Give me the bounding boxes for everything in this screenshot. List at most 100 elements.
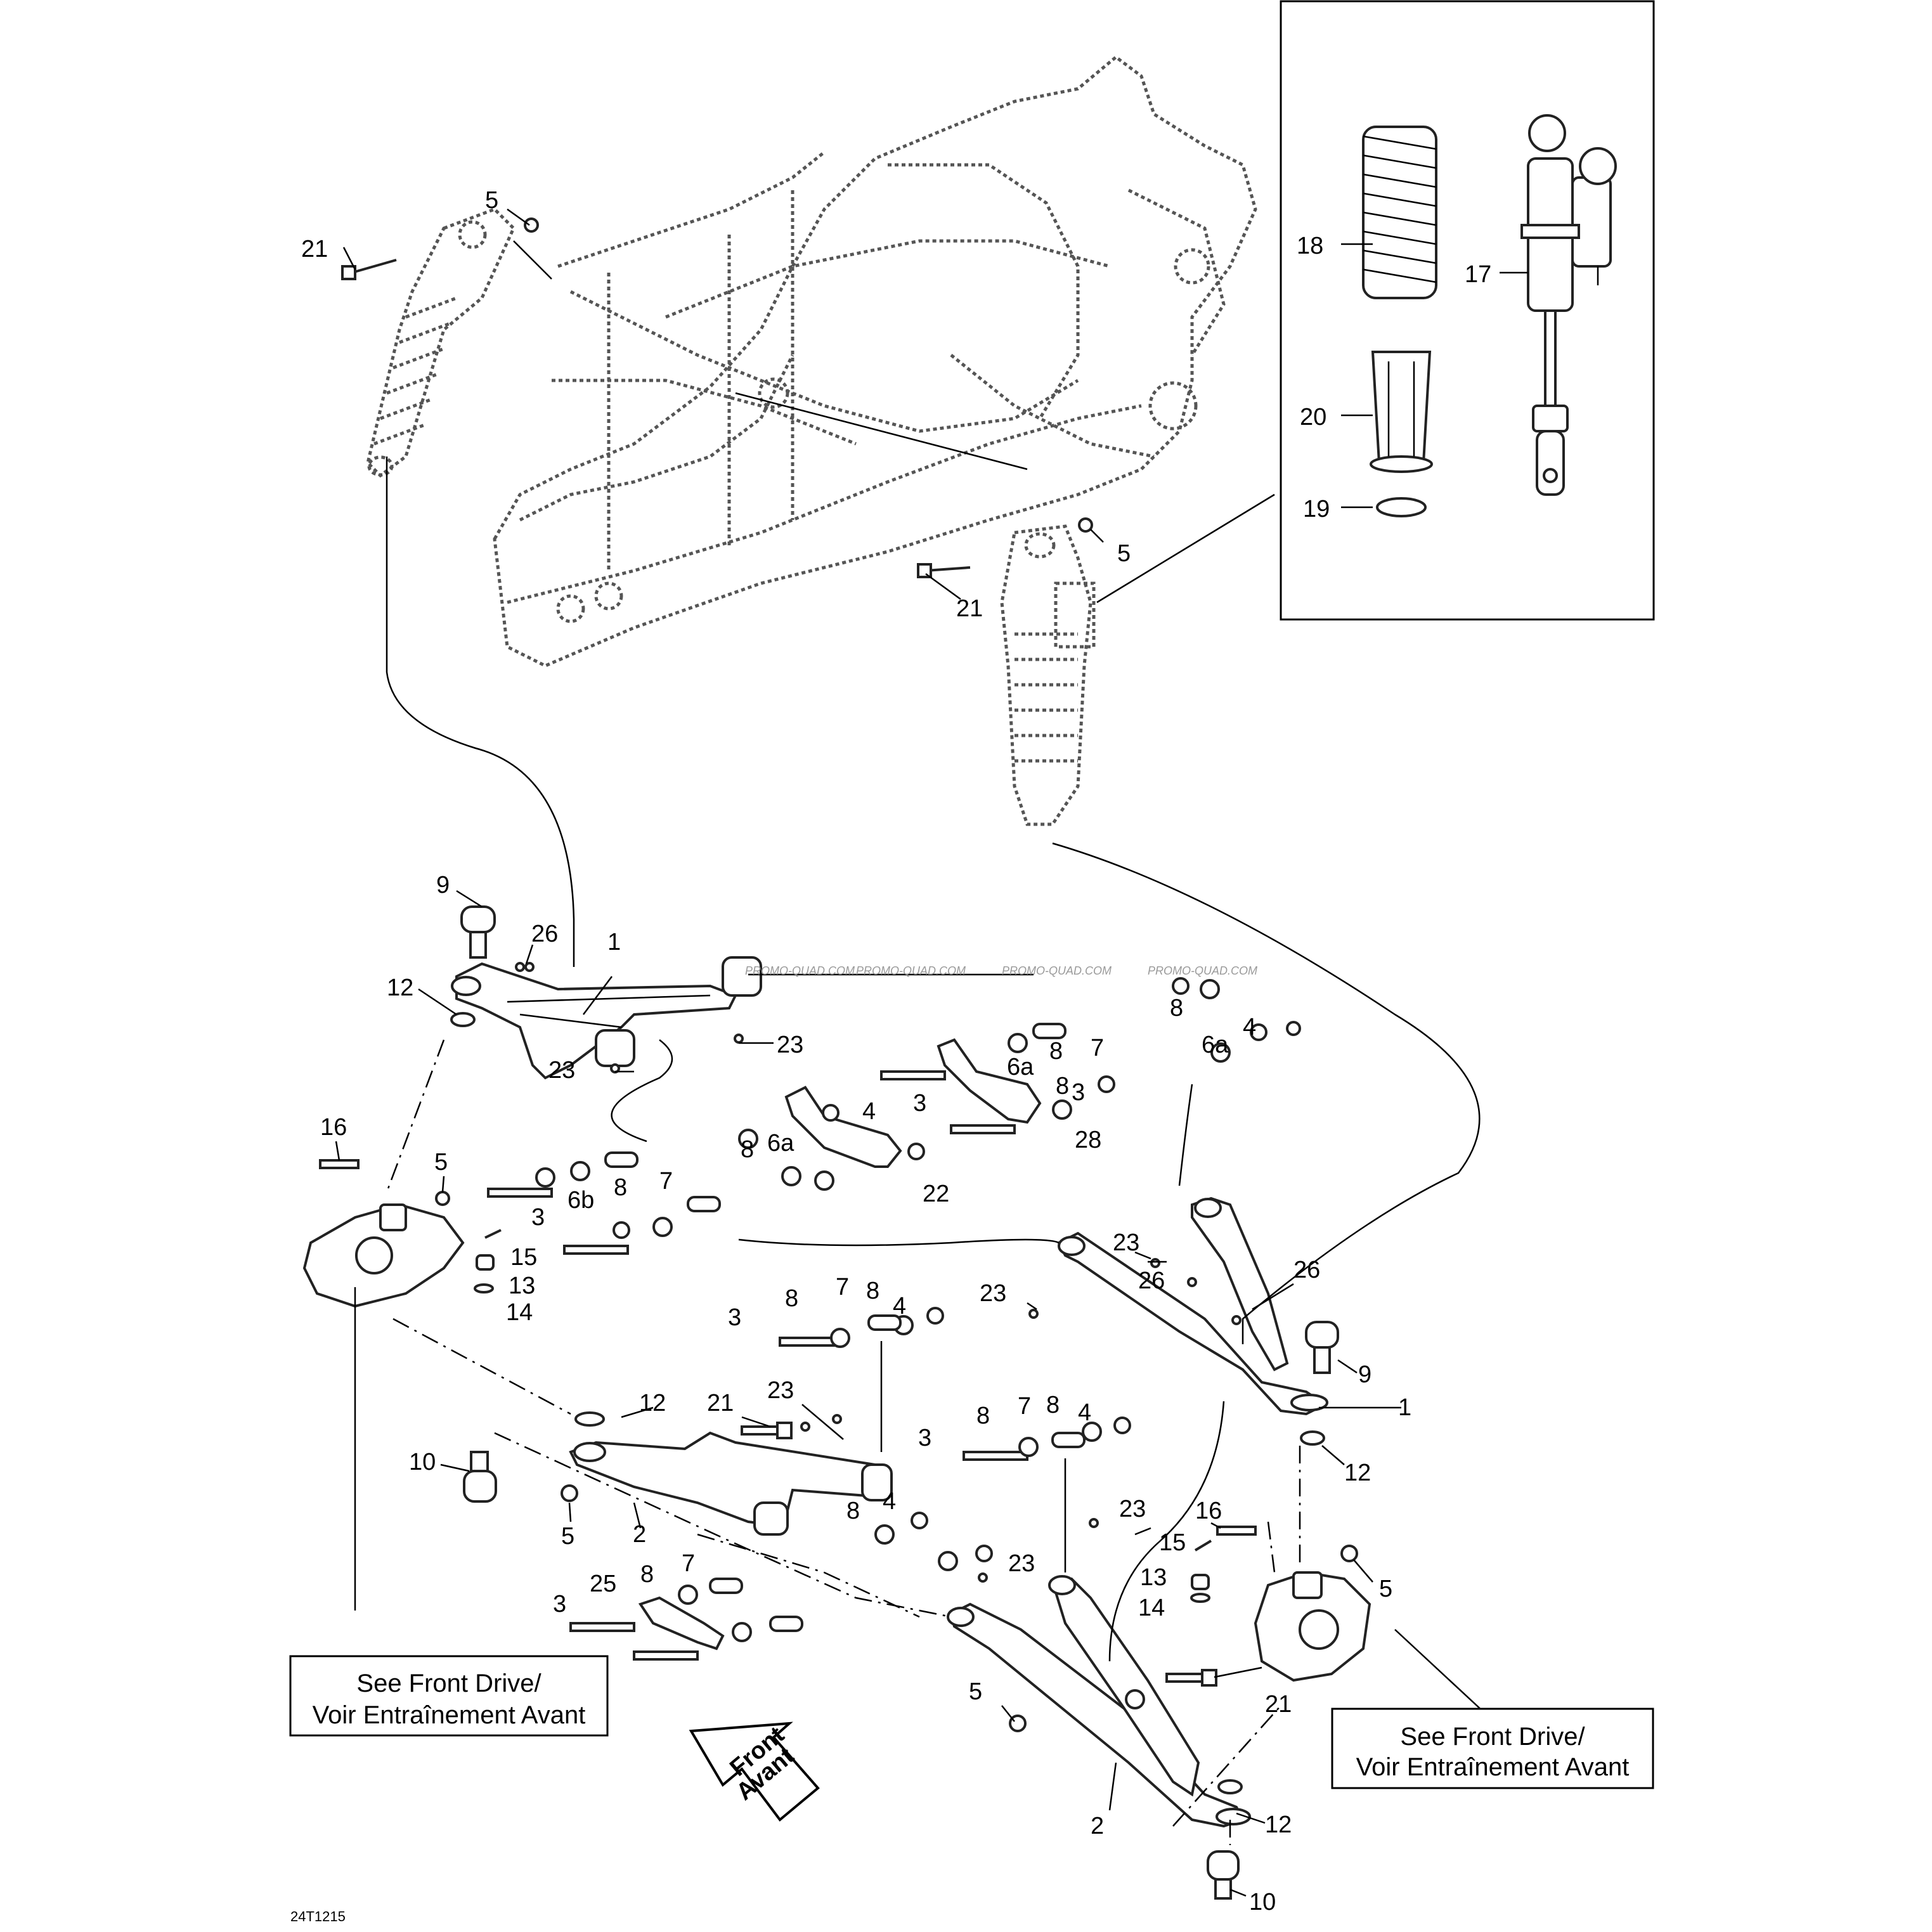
front-direction-arrow: Front Avant xyxy=(689,1721,820,1822)
steering-knuckle-left xyxy=(302,1203,465,1308)
callout: 10 xyxy=(409,1449,436,1475)
callout: 13 xyxy=(509,1273,535,1299)
callouts: 1 1 2 2 3 3 3 3 3 3 4 4 4 4 4 5 5 5 5 5 … xyxy=(301,187,1528,1916)
callout: 5 xyxy=(561,1523,574,1550)
circlip-lower-left xyxy=(574,1411,605,1427)
callout: 23 xyxy=(548,1057,575,1084)
callout: 10 xyxy=(1249,1889,1276,1916)
link-25 xyxy=(638,1596,725,1650)
callout: 14 xyxy=(506,1299,533,1326)
callout: 21 xyxy=(707,1390,734,1417)
callout: 2 xyxy=(1091,1813,1104,1839)
callout: 28 xyxy=(1075,1127,1101,1153)
right-shock-absorber xyxy=(1000,524,1096,826)
callout: 26 xyxy=(1293,1257,1320,1283)
callout: 4 xyxy=(862,1098,876,1125)
callout: 7 xyxy=(682,1550,695,1577)
watermark: PROMO-QUAD.COM xyxy=(1002,964,1112,977)
callout: 6b xyxy=(567,1187,594,1214)
callout: 8 xyxy=(1056,1073,1069,1099)
callout: 8 xyxy=(1049,1038,1063,1065)
callout: 2 xyxy=(633,1521,646,1548)
callout: 12 xyxy=(387,975,413,1001)
spring-seat xyxy=(1376,497,1427,517)
callout: 6a xyxy=(767,1130,794,1157)
circlip-lower-right xyxy=(1217,1779,1243,1794)
watermark: PROMO-QUAD.COM xyxy=(856,964,966,977)
ref-left-line1: See Front Drive/ xyxy=(356,1669,541,1697)
callout: 1 xyxy=(607,929,621,956)
callout: 16 xyxy=(320,1114,347,1141)
shock-body xyxy=(1520,114,1617,496)
callout: 5 xyxy=(485,187,498,214)
callout: 8 xyxy=(785,1285,798,1312)
callout: 23 xyxy=(1119,1496,1146,1522)
callout: 3 xyxy=(1072,1079,1085,1106)
ref-right-line2: Voir Entraînement Avant xyxy=(1356,1753,1630,1781)
reference-box-right: See Front Drive/ Voir Entraînement Avant xyxy=(1331,1708,1654,1789)
callout: 16 xyxy=(1195,1498,1222,1524)
callout: 12 xyxy=(1344,1460,1371,1486)
callout: 18 xyxy=(1297,233,1323,259)
callout: 8 xyxy=(1170,995,1183,1021)
callout: 13 xyxy=(1140,1564,1167,1591)
callout: 7 xyxy=(1018,1393,1031,1420)
callout: 23 xyxy=(1008,1550,1035,1577)
callout: 8 xyxy=(1046,1392,1060,1418)
callout: 9 xyxy=(1358,1361,1371,1388)
callout: 3 xyxy=(553,1591,566,1618)
callout: 1 xyxy=(1398,1394,1411,1421)
callout: 26 xyxy=(531,921,558,947)
callout: 21 xyxy=(956,595,983,622)
lower-a-arm-left xyxy=(569,1431,893,1536)
callout: 3 xyxy=(918,1425,931,1451)
spring-sleeve xyxy=(1370,351,1433,473)
callout: 5 xyxy=(434,1149,448,1176)
hardware xyxy=(319,217,1358,1732)
callout: 8 xyxy=(640,1561,654,1588)
link-22 xyxy=(784,1086,902,1168)
ball-joint-right xyxy=(1305,1321,1339,1374)
callout: 4 xyxy=(1243,1014,1256,1041)
callout: 15 xyxy=(1159,1529,1186,1556)
callout: 7 xyxy=(1091,1035,1104,1061)
ball-joint-left xyxy=(460,905,496,959)
callout: 8 xyxy=(614,1174,627,1201)
callout: 23 xyxy=(980,1280,1006,1307)
circlip-right xyxy=(1300,1430,1325,1446)
callout: 3 xyxy=(531,1204,545,1231)
callout: 17 xyxy=(1465,261,1491,288)
callout: 5 xyxy=(1379,1576,1392,1602)
callout: 12 xyxy=(639,1390,666,1417)
callout: 23 xyxy=(777,1032,803,1058)
upper-a-arm-right xyxy=(1057,1196,1328,1416)
callout: 4 xyxy=(1078,1399,1091,1426)
callout: 8 xyxy=(741,1136,754,1163)
callout: 8 xyxy=(866,1278,879,1304)
left-shock-absorber xyxy=(366,207,515,478)
callout: 14 xyxy=(1138,1595,1165,1621)
callout: 6a xyxy=(1007,1054,1034,1080)
callout: 4 xyxy=(883,1488,896,1515)
upper-a-arm-left xyxy=(451,956,762,1080)
ref-right-line1: See Front Drive/ xyxy=(1400,1723,1585,1751)
watermark: PROMO-QUAD.COM xyxy=(1148,964,1257,977)
callout: 25 xyxy=(590,1571,616,1597)
callout: 8 xyxy=(976,1403,990,1429)
diagram-id: 24T1215 xyxy=(290,1909,346,1924)
ref-left-line2: Voir Entraînement Avant xyxy=(313,1701,586,1729)
watermark: PROMO-QUAD.COM xyxy=(745,964,855,977)
callout: 21 xyxy=(1265,1691,1292,1718)
link-28 xyxy=(937,1038,1042,1124)
ball-joint-lower-right xyxy=(1207,1850,1240,1900)
callout: 8 xyxy=(846,1498,860,1524)
callout: 3 xyxy=(728,1304,741,1331)
callout: 9 xyxy=(436,872,450,898)
spring xyxy=(1362,126,1437,299)
reference-box-left: See Front Drive/ Voir Entraînement Avant xyxy=(289,1655,609,1737)
callout: 3 xyxy=(913,1090,926,1117)
callout: 22 xyxy=(923,1181,949,1207)
callout: 15 xyxy=(510,1244,537,1271)
leader-lines xyxy=(354,240,1484,1845)
